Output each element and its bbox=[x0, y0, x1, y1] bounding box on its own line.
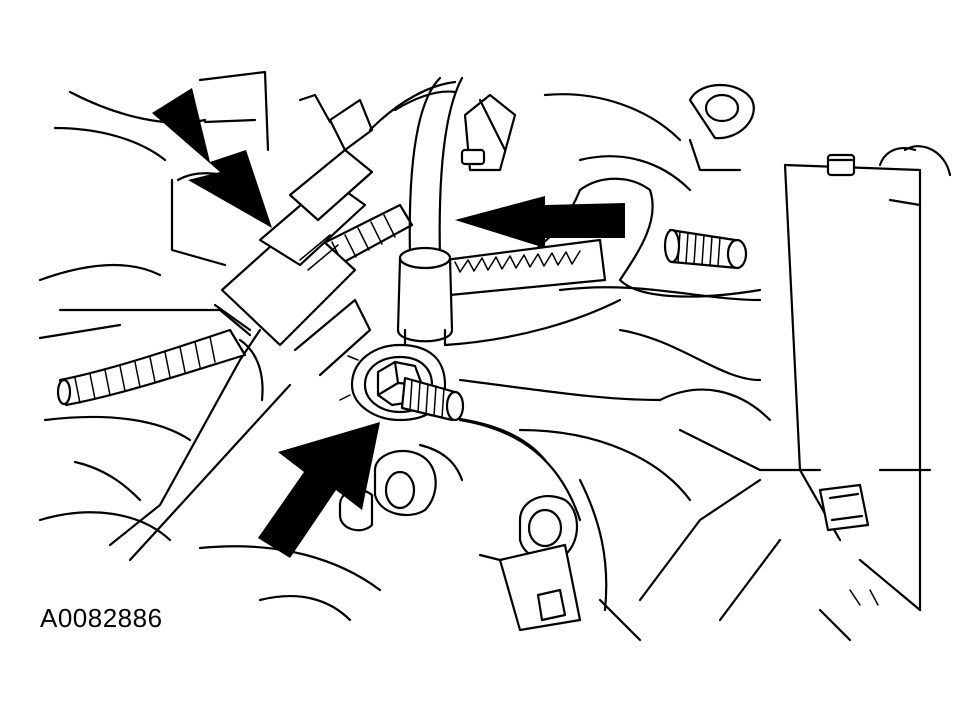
lifting-eye bbox=[688, 83, 755, 172]
lower-bolt bbox=[536, 588, 567, 622]
right-bolt bbox=[818, 483, 870, 532]
arrow-right bbox=[455, 196, 625, 248]
knock-sensor-assembly bbox=[339, 343, 465, 422]
arrow-lower bbox=[258, 422, 380, 558]
engine-background-outlines bbox=[38, 70, 932, 642]
electrical-connector bbox=[213, 93, 374, 402]
bracket-stud bbox=[663, 228, 748, 270]
arrow-upper-left bbox=[152, 88, 272, 228]
bracket-top-bolt bbox=[826, 153, 856, 177]
lower-components bbox=[338, 443, 870, 632]
sensor-cable bbox=[368, 76, 517, 347]
callout-arrows bbox=[152, 88, 625, 558]
right-bracket bbox=[783, 145, 952, 612]
serrated-piece bbox=[443, 238, 607, 297]
figure-id-label: A0082886 bbox=[40, 603, 163, 633]
